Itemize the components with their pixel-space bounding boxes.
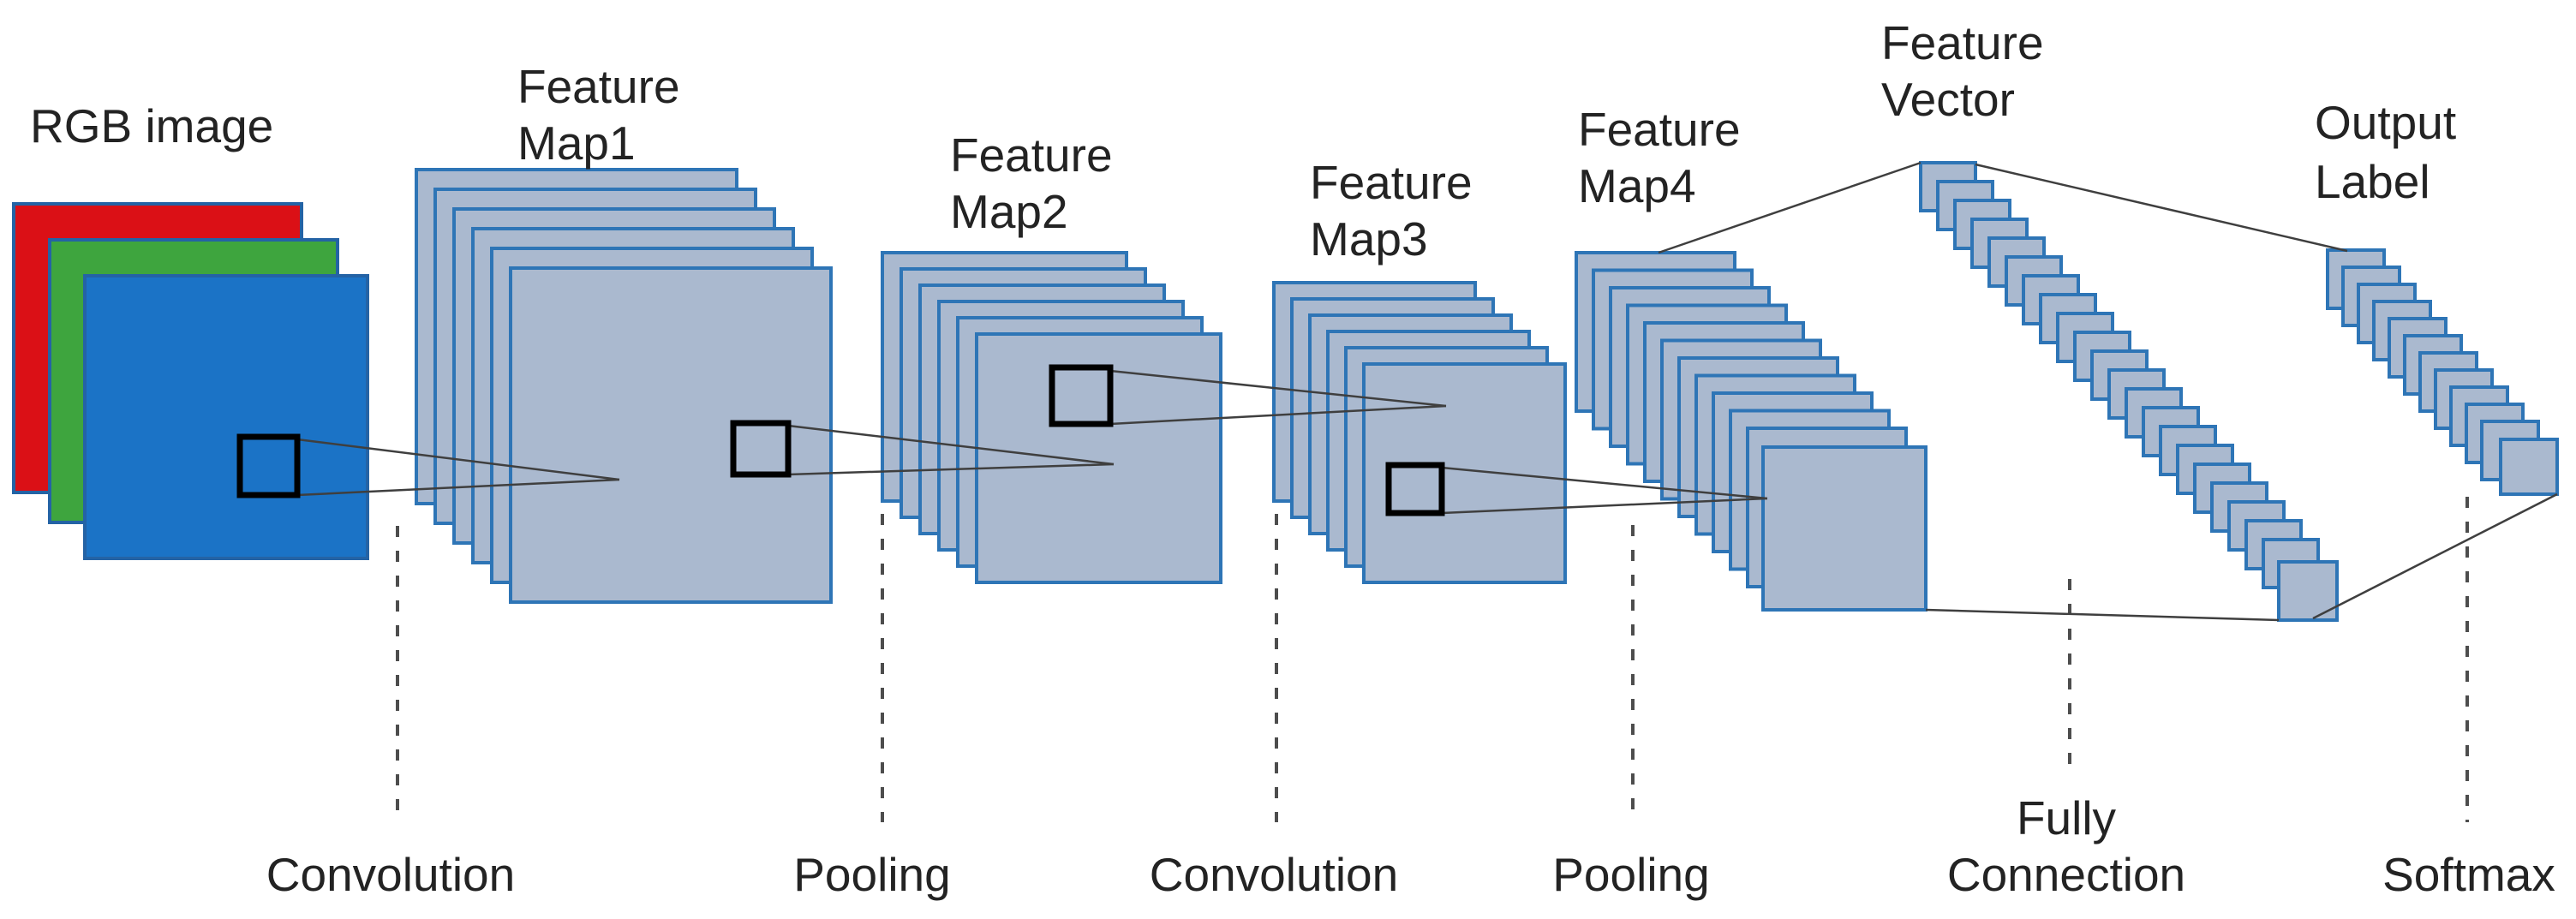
conv2-cone-bottom-line	[1109, 404, 1447, 426]
conv2-cone-top-line	[1109, 369, 1447, 408]
fm4-to-vector-top-line	[1658, 161, 1922, 254]
feature-map1-plane	[509, 266, 833, 604]
pool2-cone-bottom-line	[1441, 497, 1768, 515]
rgb-receptive-field-box	[236, 433, 301, 498]
feature-map3-receptive-field-box	[1385, 462, 1445, 516]
feature-map4-plane	[1761, 445, 1928, 612]
label-pooling-1: Pooling	[793, 848, 950, 901]
label-feature-map1-line2: Map1	[517, 116, 636, 170]
feature-map3-plane	[1362, 362, 1567, 584]
label-softmax: Softmax	[2382, 848, 2555, 901]
label-fully-connection-line2: Connection	[1947, 848, 2185, 901]
label-feature-map1-line1: Feature	[517, 60, 680, 113]
label-feature-map3-line2: Map3	[1310, 212, 1428, 266]
label-convolution-1: Convolution	[266, 848, 515, 901]
label-fully-connection-line1: Fully	[2017, 791, 2117, 844]
label-feature-map3-line1: Feature	[1310, 156, 1473, 209]
label-feature-map2-line1: Feature	[950, 128, 1113, 182]
vector-to-output-top-line	[1975, 163, 2348, 253]
label-feature-map4-line1: Feature	[1578, 103, 1741, 156]
label-feature-map4-line2: Map4	[1578, 159, 1696, 212]
feature-map1-receptive-field-box	[730, 420, 792, 478]
label-output-label-line1: Output	[2315, 96, 2456, 149]
pool1-cone-top-line	[787, 424, 1115, 466]
label-feature-vector-line1: Feature	[1881, 16, 2044, 69]
label-rgb-image: RGB image	[30, 99, 273, 152]
vector-to-output-bottom-line	[2312, 492, 2558, 620]
label-convolution-2: Convolution	[1150, 848, 1398, 901]
label-feature-vector-line2: Vector	[1881, 73, 2015, 126]
feature-map2-receptive-field-box	[1049, 364, 1114, 427]
label-pooling-2: Pooling	[1552, 848, 1709, 901]
label-feature-map2-line2: Map2	[950, 185, 1068, 238]
rgb-blue-plane	[83, 274, 369, 560]
label-output-label-line2: Label	[2315, 155, 2430, 208]
pool1-cone-bottom-line	[787, 462, 1115, 476]
feature-map2-plane	[975, 332, 1222, 584]
pool2-cone-top-line	[1441, 466, 1768, 500]
conv1-cone-top-line	[296, 438, 620, 481]
output-label-plane	[2499, 438, 2559, 496]
conv1-cone-bottom-line	[296, 478, 620, 497]
fm4-to-vector-bottom-line	[1925, 608, 2280, 622]
